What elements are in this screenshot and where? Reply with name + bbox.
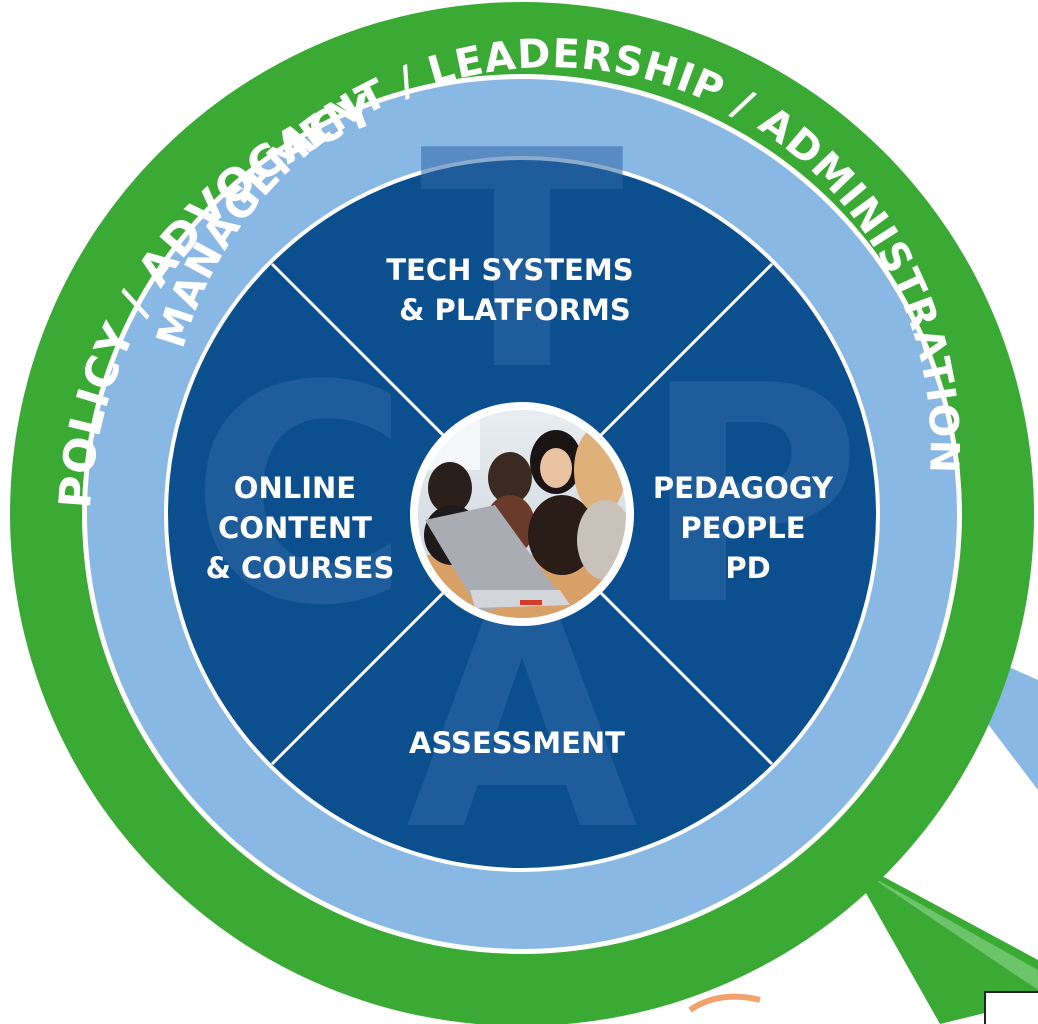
green-callout-pointer-highlight (860, 870, 1038, 990)
label-pedagogy: PEDAGOGY PEOPLE PD (653, 471, 843, 585)
decorative-swoosh (688, 993, 761, 1013)
center-photo (410, 402, 634, 626)
label-assessment: ASSESSMENT (409, 726, 625, 760)
letter-c: C (190, 322, 410, 671)
green-callout-pointer (845, 856, 1038, 1024)
label-online-content: ONLINE CONTENT & COURSES (206, 471, 395, 585)
label-tech-systems: TECH SYSTEMS & PLATFORMS (386, 253, 643, 327)
letter-t: T (420, 87, 626, 436)
letter-p: P (642, 322, 862, 671)
callout-box-edge (984, 991, 1038, 1024)
